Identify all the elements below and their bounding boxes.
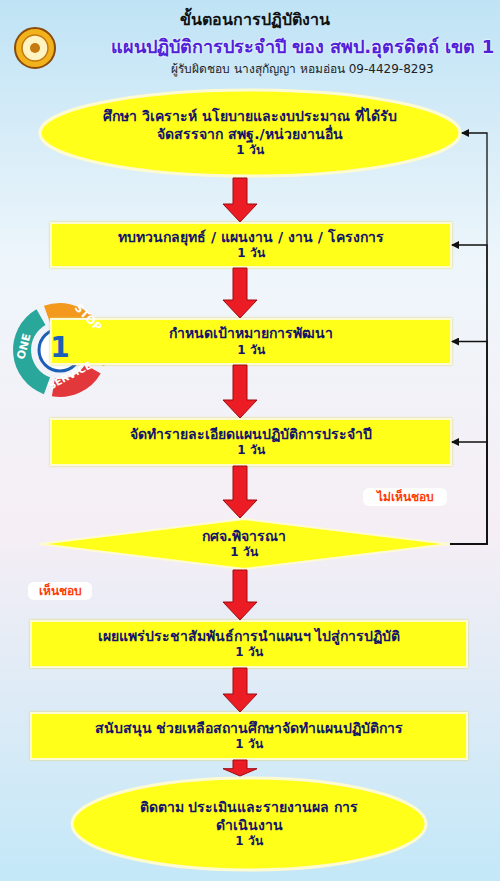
responsible-person: ผู้รับผิดชอบ นางสุกัญญา หอมอ่อน 09-4429-… [110, 59, 495, 78]
duration-text: 1 วัน [236, 143, 264, 158]
feedback-connector [450, 245, 487, 544]
feedback-connector [450, 133, 487, 544]
flow-arrow [223, 466, 257, 518]
node-text: ทบทวนกลยุทธ์ / แผนงาน / งาน / โครงการ [118, 229, 384, 247]
duration-text: 1 วัน [237, 443, 265, 458]
process-box: เผยแพร่ประชาสัมพันธ์การนำแผนฯ ไปสู่การปฏ… [30, 620, 468, 668]
flow-arrow [223, 668, 257, 712]
flow-arrow [223, 178, 257, 222]
node-text: สนับสนุน ช่วยเหลือสถานศึกษาจัดทำแผนปฏิบั… [95, 720, 404, 738]
duration-text: 1 วัน [235, 645, 263, 660]
duration-text: 1 วัน [235, 834, 263, 849]
duration-text: 1 วัน [235, 737, 263, 752]
subtitle: แผนปฏิบัติการประจำปี ของ สพป.อุตรดิตถ์ เ… [110, 32, 495, 61]
duration-text: 1 วัน [237, 246, 265, 261]
ellipse-shape [40, 90, 460, 176]
node-text: ศึกษา วิเคราะห์ นโยบายและงบประมาณ ที่ได้… [84, 108, 416, 143]
emblem [15, 28, 55, 68]
shape-outline [38, 518, 450, 570]
feedback-connector [450, 442, 487, 544]
node-text: จัดทำรายละเอียดแผนปฏิบัติการประจำปี [130, 426, 372, 444]
flow-arrow [223, 570, 257, 620]
flow-arrow [223, 268, 257, 318]
process-box: ทบทวนกลยุทธ์ / แผนงาน / งาน / โครงการ1 ว… [50, 222, 452, 268]
process-box: สนับสนุน ช่วยเหลือสถานศึกษาจัดทำแผนปฏิบั… [30, 712, 468, 760]
title: ขั้นตอนการปฏิบัติงาน [0, 7, 500, 32]
flow-arrow [223, 760, 257, 776]
diamond-shape [39, 519, 449, 569]
node-text: กศจ.พิจารณา [202, 528, 286, 546]
duration-text: 1 วัน [237, 343, 265, 358]
terminal-ellipse: ศึกษา วิเคราะห์ นโยบายและงบประมาณ ที่ได้… [38, 88, 462, 178]
ellipse-shape [72, 778, 426, 870]
process-box: จัดทำรายละเอียดแผนปฏิบัติการประจำปี1 วัน [50, 418, 452, 466]
node-text: ติดตาม ประเมินและรายงานผล การดำเนินงาน [120, 799, 378, 834]
flow-arrow [223, 365, 257, 418]
edge-label: ไม่เห็นชอบ [363, 488, 447, 506]
feedback-connector [450, 342, 487, 545]
node-text: กำหนดเป้าหมายการพัฒนา [169, 325, 333, 343]
process-box: กำหนดเป้าหมายการพัฒนา1 วัน [50, 318, 452, 365]
node-text: เผยแพร่ประชาสัมพันธ์การนำแผนฯ ไปสู่การปฏ… [98, 628, 401, 646]
duration-text: 1 วัน [230, 545, 258, 560]
decision-diamond: กศจ.พิจารณา1 วัน [38, 518, 450, 570]
logo-number: 1 [45, 331, 75, 364]
edge-label: เห็นชอบ [28, 582, 92, 600]
terminal-ellipse: ติดตาม ประเมินและรายงานผล การดำเนินงาน1 … [70, 776, 428, 872]
